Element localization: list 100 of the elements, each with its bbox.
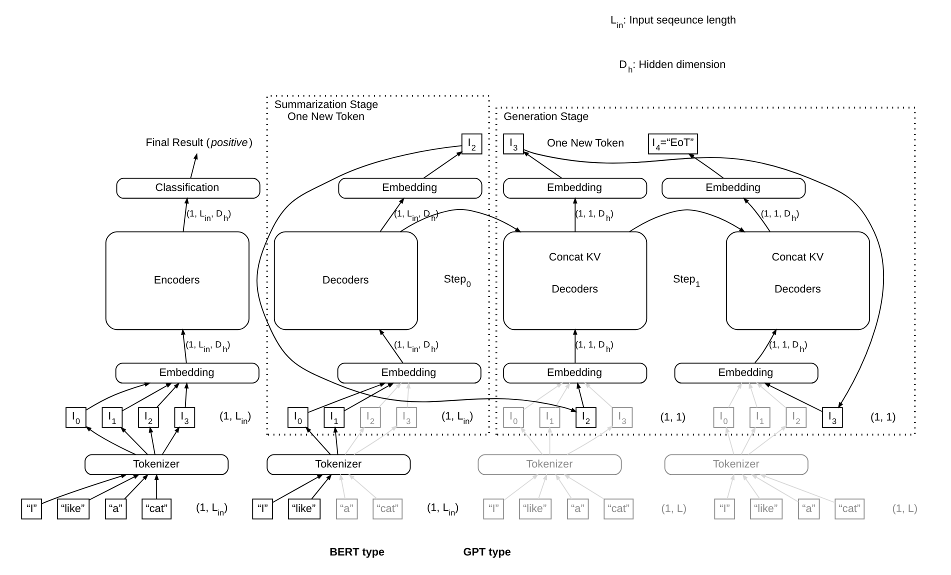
arrow <box>548 426 552 455</box>
node-box: Tokenizer <box>478 454 622 476</box>
arrow <box>184 382 189 408</box>
edge-label: (1, 1, D$_{h}$) <box>760 208 800 223</box>
node-box: I$_{1}$ <box>324 407 345 428</box>
arrow <box>629 209 746 233</box>
edge-label: (1, 1, D$_{h}$) <box>575 340 614 354</box>
arrow <box>305 426 331 455</box>
label: Step$_{0}$ <box>444 274 471 290</box>
node-box: I$_{2}$ <box>461 134 482 154</box>
arrow <box>750 474 799 502</box>
edge-label: (1, 1, D$_{h}$) <box>769 340 808 354</box>
node-box: Tokenizer <box>664 454 808 476</box>
arrow <box>333 426 338 455</box>
node-box: “like” <box>288 498 321 520</box>
node-box: “like” <box>56 498 90 520</box>
arrow <box>406 382 411 408</box>
node-box: I$_{3}$ <box>503 134 524 154</box>
arrow <box>756 382 787 408</box>
node-box: I$_{2}$ <box>576 407 596 428</box>
arrow <box>748 382 758 408</box>
label: (1, L) <box>892 502 918 515</box>
arrow <box>344 382 394 412</box>
node-box: I$_{3}$ <box>174 407 196 428</box>
node-box: Tokenizer <box>266 454 411 476</box>
arrow <box>154 474 159 500</box>
node-box: Embedding <box>338 178 482 199</box>
node-box: “I” <box>714 498 736 520</box>
node-text: Final Result (positive) <box>146 136 253 149</box>
arrow <box>85 426 136 455</box>
arrow <box>256 145 578 412</box>
arrow <box>740 426 756 455</box>
arrow <box>122 382 172 412</box>
arrow <box>688 153 724 179</box>
arrow <box>311 474 332 500</box>
node-box: Embedding <box>503 178 648 199</box>
arrow <box>742 198 770 232</box>
arrow <box>759 474 836 504</box>
node-box: “I” <box>252 498 274 520</box>
arrow <box>520 426 543 455</box>
node-box: Embedding <box>503 362 648 384</box>
node-box: I$_{0}$ <box>288 407 308 428</box>
label: D$_{h}$: Hidden dimension <box>619 58 726 74</box>
arrow <box>182 197 189 232</box>
arrow <box>400 208 522 233</box>
arrow <box>503 474 539 501</box>
node-box: I$_{1}$ <box>750 407 770 428</box>
arrow <box>344 426 365 455</box>
arrow <box>156 382 180 408</box>
arrow <box>764 382 823 412</box>
label: (1, 1) <box>870 411 896 424</box>
arrow <box>272 474 324 503</box>
node-box: “I” <box>483 498 504 520</box>
node-box: “cat” <box>834 498 865 520</box>
edge-label: (1, L$_{in}$, D$_{h}$) <box>394 340 439 354</box>
arrow <box>584 382 613 408</box>
arrow <box>754 328 777 364</box>
node-box: “I” <box>21 498 42 520</box>
arrow <box>353 425 398 456</box>
label: (1, L$_{in}$) <box>442 410 474 426</box>
arrow <box>538 474 548 500</box>
node-box: I$_{4}$=“EoT” <box>648 134 698 154</box>
label: (1, L$_{in}$) <box>427 502 459 518</box>
node-box: Encoders <box>105 231 250 330</box>
arrow <box>572 197 578 232</box>
arrow <box>380 197 404 232</box>
arrow <box>566 426 614 455</box>
edge-label: (1, 1, D$_{h}$) <box>575 208 614 223</box>
arrow <box>726 426 734 455</box>
node-box: I$_{2}$ <box>138 407 159 428</box>
arrow <box>728 382 742 408</box>
node-box: “like” <box>750 498 783 520</box>
arrow <box>523 382 563 410</box>
arrow <box>555 474 572 500</box>
arrow <box>378 328 404 364</box>
label: L$_{in}$: Input seqeunce length <box>610 14 736 30</box>
node-box: I$_{0}$ <box>503 407 524 428</box>
arrow <box>726 474 735 500</box>
arrow <box>181 328 187 364</box>
arrow <box>88 474 140 500</box>
arrow <box>742 474 760 500</box>
label: Step$_{1}$ <box>672 274 700 290</box>
node-box: I$_{1}$ <box>102 407 123 428</box>
arrow <box>308 382 386 413</box>
arrow <box>554 382 570 408</box>
node-box: Concat KV Decoders <box>726 231 870 330</box>
arrow <box>564 474 604 500</box>
node-box: I$_{3}$ <box>822 407 843 428</box>
node-box: I$_{2}$ <box>360 407 381 428</box>
arrow <box>190 152 198 179</box>
node-box: “a” <box>336 498 358 520</box>
arrow <box>748 425 788 456</box>
label: (1, L) <box>661 502 687 515</box>
node-box: “cat” <box>372 498 403 520</box>
arrow <box>522 151 562 179</box>
label: (1, L$_{in}$) <box>196 502 228 518</box>
label: (1, 1) <box>660 411 686 424</box>
arrow <box>120 426 148 455</box>
node-box: “a” <box>798 498 820 520</box>
node-box: I$_{3}$ <box>396 407 418 428</box>
